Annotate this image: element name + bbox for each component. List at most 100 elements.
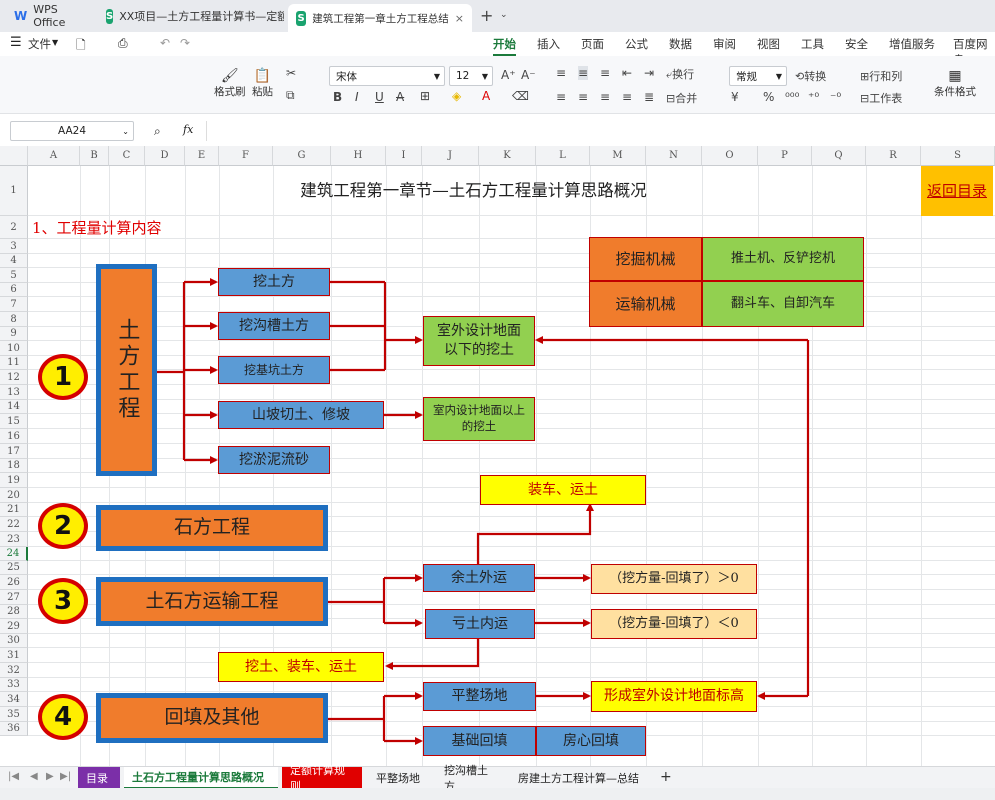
row-header[interactable]: 16: [0, 429, 28, 444]
new-tab-icon[interactable]: +: [480, 6, 494, 25]
menu-page[interactable]: 页面: [581, 37, 604, 51]
italic-icon[interactable]: I: [355, 90, 359, 104]
fill-color-icon[interactable]: ◈: [452, 89, 462, 103]
row-header[interactable]: 33: [0, 678, 28, 692]
column-header[interactable]: M: [590, 146, 646, 166]
justify-icon[interactable]: ≡: [622, 90, 633, 104]
row-header[interactable]: 3: [0, 239, 28, 254]
row-header[interactable]: 17: [0, 444, 28, 459]
sheet-tab[interactable]: 目录: [78, 767, 120, 789]
align-top-icon[interactable]: ≡: [556, 66, 567, 80]
column-header[interactable]: G: [273, 146, 331, 166]
sheet-tab[interactable]: 房建土方工程计算—总结: [518, 772, 639, 785]
save-icon[interactable]: 🗋: [76, 38, 86, 52]
align-middle-icon[interactable]: ≡: [578, 66, 589, 80]
sheet-tab[interactable]: 土石方工程量计算思路概况: [124, 767, 278, 789]
back-to-index-link[interactable]: 返回目录: [921, 166, 993, 216]
strikethrough-icon[interactable]: A: [396, 90, 405, 104]
font-shrink-icon[interactable]: A⁻: [521, 68, 536, 82]
tab-project-sheet[interactable]: S XX项目—土方工程量计算书—定额: [98, 4, 284, 28]
menu-home[interactable]: 开始: [493, 37, 516, 56]
sheet-tab[interactable]: 挖沟槽土方: [444, 764, 488, 793]
column-header[interactable]: C: [109, 146, 145, 166]
row-header[interactable]: 13: [0, 385, 28, 400]
column-header[interactable]: E: [185, 146, 219, 166]
row-header[interactable]: 29: [0, 619, 28, 634]
row-header[interactable]: 7: [0, 297, 28, 312]
menu-review[interactable]: 审阅: [713, 37, 736, 51]
align-right-icon[interactable]: ≡: [600, 90, 611, 104]
indent-icon[interactable]: ⇤: [622, 66, 633, 80]
next-sheet-icon[interactable]: ▶: [46, 771, 54, 782]
sheet-tab[interactable]: 定额计算规则: [282, 764, 362, 793]
menu-security[interactable]: 安全: [845, 37, 868, 51]
column-header[interactable]: N: [646, 146, 702, 166]
row-header[interactable]: 21: [0, 503, 28, 517]
close-icon[interactable]: ×: [454, 11, 464, 25]
select-all-corner[interactable]: [0, 146, 28, 166]
column-header[interactable]: I: [386, 146, 422, 166]
redo-icon[interactable]: ↷: [180, 36, 191, 50]
row-header[interactable]: 23: [0, 532, 28, 547]
zoom-icon[interactable]: ⌕: [154, 124, 161, 138]
border-icon[interactable]: ⊞: [420, 89, 431, 103]
row-header[interactable]: 25: [0, 561, 28, 575]
menu-view[interactable]: 视图: [757, 37, 780, 51]
row-header[interactable]: 11: [0, 356, 28, 370]
add-sheet-icon[interactable]: +: [660, 769, 672, 785]
currency-icon[interactable]: ¥: [731, 90, 739, 104]
row-header[interactable]: 26: [0, 575, 28, 590]
font-color-icon[interactable]: A: [482, 89, 491, 103]
row-header[interactable]: 2: [0, 216, 28, 239]
undo-icon[interactable]: ↶: [160, 36, 171, 50]
menu-data[interactable]: 数据: [669, 37, 692, 51]
first-sheet-icon[interactable]: |◀: [8, 771, 20, 782]
column-header[interactable]: A: [28, 146, 80, 166]
menu-file[interactable]: 文件: [28, 37, 51, 51]
column-header[interactable]: K: [479, 146, 536, 166]
row-header[interactable]: 36: [0, 722, 28, 736]
number-format-select[interactable]: 常规 ▼: [729, 66, 787, 86]
tab-current-sheet[interactable]: S 建筑工程第一章土方工程总结 ×: [288, 4, 472, 32]
row-header[interactable]: 4: [0, 254, 28, 268]
align-bottom-icon[interactable]: ≡: [600, 66, 611, 80]
chevron-down-icon[interactable]: ▼: [52, 38, 59, 47]
row-header[interactable]: 8: [0, 312, 28, 327]
bold-icon[interactable]: B: [333, 90, 343, 104]
font-grow-icon[interactable]: A⁺: [501, 68, 516, 82]
row-header[interactable]: 32: [0, 663, 28, 678]
name-box[interactable]: AA24 ⌄: [10, 121, 134, 141]
paste-button[interactable]: 📋 粘贴: [252, 68, 273, 99]
menu-insert[interactable]: 插入: [537, 37, 560, 51]
row-header[interactable]: 1: [0, 166, 28, 216]
row-header[interactable]: 19: [0, 473, 28, 488]
wrap-text-button[interactable]: ⤶换行: [666, 66, 694, 82]
scissors-icon[interactable]: ✂: [286, 66, 297, 80]
row-header[interactable]: 6: [0, 283, 28, 297]
row-header[interactable]: 30: [0, 634, 28, 648]
conditional-format-button[interactable]: ▦ 条件格式: [934, 68, 976, 99]
row-header[interactable]: 15: [0, 414, 28, 429]
worksheet-button[interactable]: ⊟工作表: [860, 90, 902, 106]
copy-icon[interactable]: ⧉: [286, 88, 295, 102]
function-icon[interactable]: fx: [183, 123, 194, 136]
row-header[interactable]: 5: [0, 268, 28, 283]
sheet-tab[interactable]: 平整场地: [376, 772, 420, 785]
row-header[interactable]: 10: [0, 341, 28, 356]
menu-tools[interactable]: 工具: [801, 37, 824, 51]
convert-button[interactable]: ⟲转换: [795, 68, 826, 84]
row-header[interactable]: 14: [0, 400, 28, 414]
distributed-icon[interactable]: ≣: [644, 90, 655, 104]
row-header[interactable]: 28: [0, 605, 28, 619]
format-painter-button[interactable]: 🖌 格式刷: [214, 68, 246, 99]
column-header[interactable]: B: [80, 146, 109, 166]
row-header[interactable]: 31: [0, 648, 28, 663]
column-header[interactable]: F: [219, 146, 273, 166]
row-header[interactable]: 34: [0, 692, 28, 707]
row-header[interactable]: 22: [0, 517, 28, 532]
row-header[interactable]: 18: [0, 459, 28, 473]
column-header[interactable]: H: [331, 146, 386, 166]
align-left-icon[interactable]: ≡: [556, 90, 567, 104]
percent-icon[interactable]: %: [763, 90, 775, 104]
